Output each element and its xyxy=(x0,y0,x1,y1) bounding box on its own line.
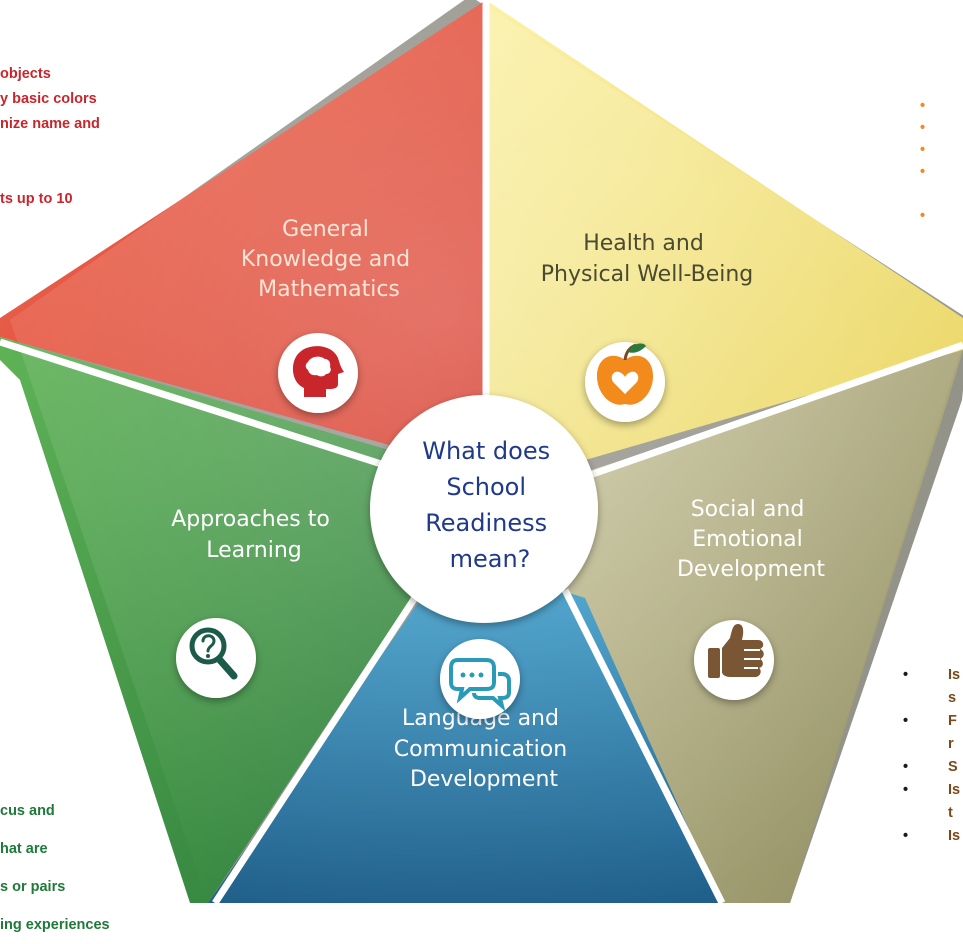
list-item: Is xyxy=(903,779,960,802)
list-item: • xyxy=(920,98,926,114)
list-item: Is xyxy=(903,664,960,687)
list-item: • xyxy=(920,120,926,136)
list-item: • xyxy=(920,142,926,158)
list-item: s or pairs xyxy=(0,879,66,895)
list-item: S xyxy=(903,756,960,779)
list-item: ts up to 10 xyxy=(0,191,73,207)
list-item: nize name and xyxy=(0,116,100,132)
social-skills-list: Is s F r S Is t Is xyxy=(903,664,960,848)
title-general-knowledge: General Knowledge and Mathematics xyxy=(241,217,417,302)
list-item: • xyxy=(920,208,926,224)
school-readiness-infographic: General Knowledge and Mathematics Health… xyxy=(0,0,963,904)
list-item: • xyxy=(920,164,926,180)
center-question: What does School Readiness mean? xyxy=(422,437,558,573)
list-item: hat are xyxy=(0,841,48,857)
general-knowledge-skills-list: objects y basic colors nize name and ts … xyxy=(0,62,100,212)
title-approaches: Approaches to Learning xyxy=(171,507,337,563)
list-item: Is xyxy=(903,825,960,848)
list-item xyxy=(920,183,925,205)
apple-heart-icon xyxy=(585,342,665,422)
approaches-skills-list: cus and hat are s or pairs ing experienc… xyxy=(0,792,110,944)
list-item: r xyxy=(948,736,954,752)
chat-bubbles-icon xyxy=(440,639,520,719)
thumbs-up-icon xyxy=(694,620,774,700)
list-item xyxy=(0,137,100,162)
center-circle xyxy=(370,395,598,623)
list-item: t xyxy=(948,805,953,821)
list-item: F xyxy=(903,710,960,733)
list-item: y basic colors xyxy=(0,91,97,107)
list-item: objects xyxy=(0,66,51,82)
list-item xyxy=(0,162,100,187)
list-item: ing experiences xyxy=(0,917,110,933)
title-language: Language and Communication Development xyxy=(394,706,574,792)
magnifying-glass-question-icon xyxy=(176,618,256,698)
list-item: cus and xyxy=(0,803,55,819)
list-item: s xyxy=(948,690,957,706)
health-skills-list: • • • • • xyxy=(920,95,925,227)
title-health: Health and Physical Well-Being xyxy=(541,231,754,287)
readiness-pentagon: General Knowledge and Mathematics Health… xyxy=(0,0,963,904)
head-brain-icon xyxy=(278,333,358,413)
title-social: Social and Emotional Development xyxy=(677,497,825,582)
